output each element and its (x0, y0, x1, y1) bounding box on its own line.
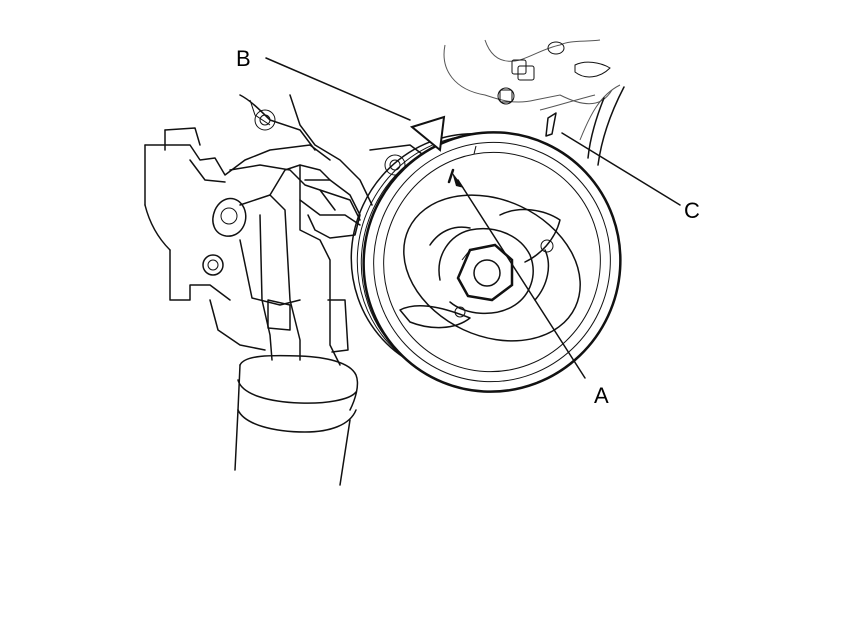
leader-a (457, 179, 586, 379)
leader-c (561, 132, 681, 206)
crankshaft-pulley (350, 131, 622, 393)
callout-label-b: B (236, 46, 251, 71)
timing-pointer-c-shape (545, 112, 557, 137)
arrowhead-a (452, 172, 464, 188)
callout-label-c: C (684, 198, 700, 223)
leader-b (265, 57, 411, 121)
pulley-holder-tool (234, 164, 361, 486)
leader-lines (265, 57, 681, 379)
callout-label-a: A (594, 383, 609, 408)
timing-mark-b-shape (409, 115, 446, 152)
